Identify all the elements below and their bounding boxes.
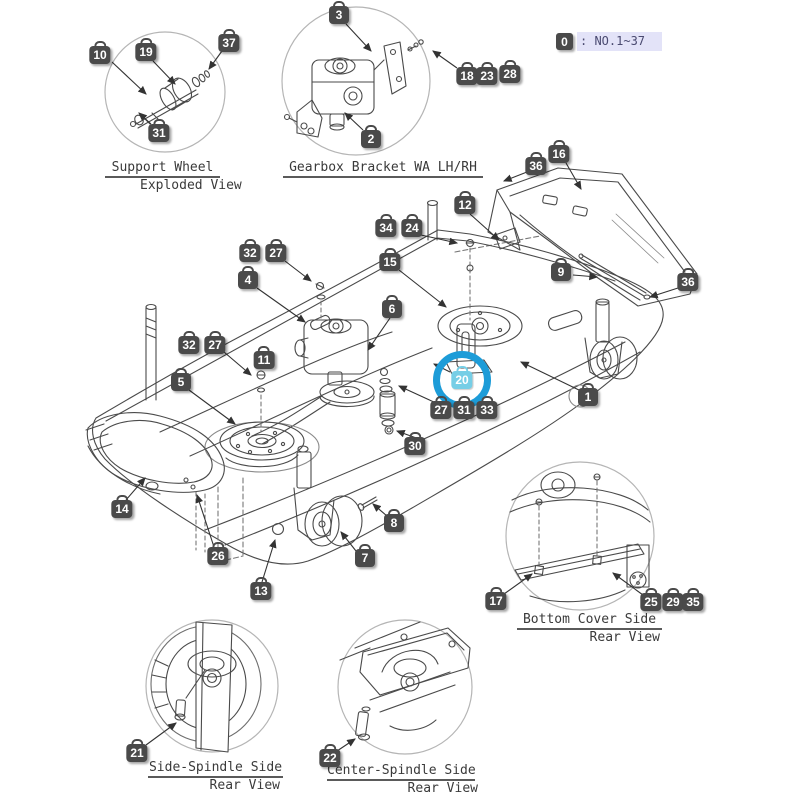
part-badge-11-23[interactable]: 11 <box>253 351 275 369</box>
part-badge-32-17[interactable]: 32 <box>239 244 261 262</box>
part-badge-20-25[interactable]: 20 <box>451 371 473 389</box>
part-badge-30-29[interactable]: 30 <box>404 437 426 455</box>
detail-view-circles <box>104 6 655 755</box>
part-badge-26-32[interactable]: 26 <box>207 547 229 565</box>
part-badge-13-33[interactable]: 13 <box>250 582 272 600</box>
part-badge-31-3[interactable]: 31 <box>148 124 170 142</box>
center-spindle-drawing <box>339 621 471 741</box>
part-badge-14-31[interactable]: 14 <box>111 500 133 518</box>
part-badge-8-35[interactable]: 8 <box>384 514 404 532</box>
part-badge-29-38[interactable]: 29 <box>662 593 684 611</box>
side-spindle-subtitle: Rear View <box>209 778 280 793</box>
center-spindle-subtitle: Rear View <box>407 781 478 796</box>
part-badge-24-13[interactable]: 24 <box>401 219 423 237</box>
part-badge-37-2[interactable]: 37 <box>218 34 240 52</box>
center-spindle-title: Center-Spindle Side <box>327 763 476 781</box>
part-badge-10-0[interactable]: 10 <box>89 46 111 64</box>
support-wheel-title: Support Wheel <box>105 160 220 178</box>
part-badge-36-16[interactable]: 36 <box>677 273 699 291</box>
part-badge-31-27[interactable]: 31 <box>453 401 475 419</box>
part-badge-18-6[interactable]: 18 <box>456 67 478 85</box>
part-badge-9-15[interactable]: 9 <box>551 263 571 281</box>
part-badge-35-39[interactable]: 35 <box>682 593 704 611</box>
mower-deck-drawing <box>85 199 664 565</box>
part-badge-1-30[interactable]: 1 <box>578 388 598 406</box>
part-badge-27-22[interactable]: 27 <box>204 336 226 354</box>
part-badge-33-28[interactable]: 33 <box>476 401 498 419</box>
support-wheel-subtitle: Exploded View <box>140 178 242 193</box>
part-badge-32-21[interactable]: 32 <box>178 336 200 354</box>
legend-badge: 0 <box>556 33 573 50</box>
part-badge-19-1[interactable]: 19 <box>135 43 157 61</box>
part-badge-12-11[interactable]: 12 <box>454 196 476 214</box>
part-badge-27-18[interactable]: 27 <box>265 244 287 262</box>
side-spindle-title: Side-Spindle Side <box>148 760 283 778</box>
bottom-cover-title: Bottom Cover Side <box>517 612 662 630</box>
bottom-cover-subtitle: Rear View <box>589 630 660 645</box>
part-badge-4-19[interactable]: 4 <box>238 271 258 289</box>
legend-text: : NO.1~37 <box>577 32 662 51</box>
part-badge-6-20[interactable]: 6 <box>382 300 402 318</box>
part-badge-7-34[interactable]: 7 <box>355 549 375 567</box>
side-spindle-drawing <box>150 621 262 753</box>
gearbox-bracket-drawing <box>283 39 424 138</box>
deflector-drawing <box>454 167 698 307</box>
bottom-cover-drawing <box>509 471 651 603</box>
part-badge-21-40[interactable]: 21 <box>126 744 148 762</box>
part-badge-23-7[interactable]: 23 <box>476 67 498 85</box>
part-badge-25-37[interactable]: 25 <box>640 593 662 611</box>
part-badge-36-9[interactable]: 36 <box>525 157 547 175</box>
part-badge-3-4[interactable]: 3 <box>329 6 349 24</box>
part-badge-15-14[interactable]: 15 <box>379 253 401 271</box>
part-badge-34-12[interactable]: 34 <box>375 219 397 237</box>
part-badge-16-10[interactable]: 16 <box>548 145 570 163</box>
part-badge-2-5[interactable]: 2 <box>361 130 381 148</box>
part-badge-28-8[interactable]: 28 <box>499 65 521 83</box>
part-badge-5-24[interactable]: 5 <box>171 373 191 391</box>
part-badge-17-36[interactable]: 17 <box>485 592 507 610</box>
part-badge-22-41[interactable]: 22 <box>319 749 341 767</box>
part-badge-27-26[interactable]: 27 <box>430 401 452 419</box>
gearbox-title: Gearbox Bracket WA LH/RH <box>283 160 483 178</box>
